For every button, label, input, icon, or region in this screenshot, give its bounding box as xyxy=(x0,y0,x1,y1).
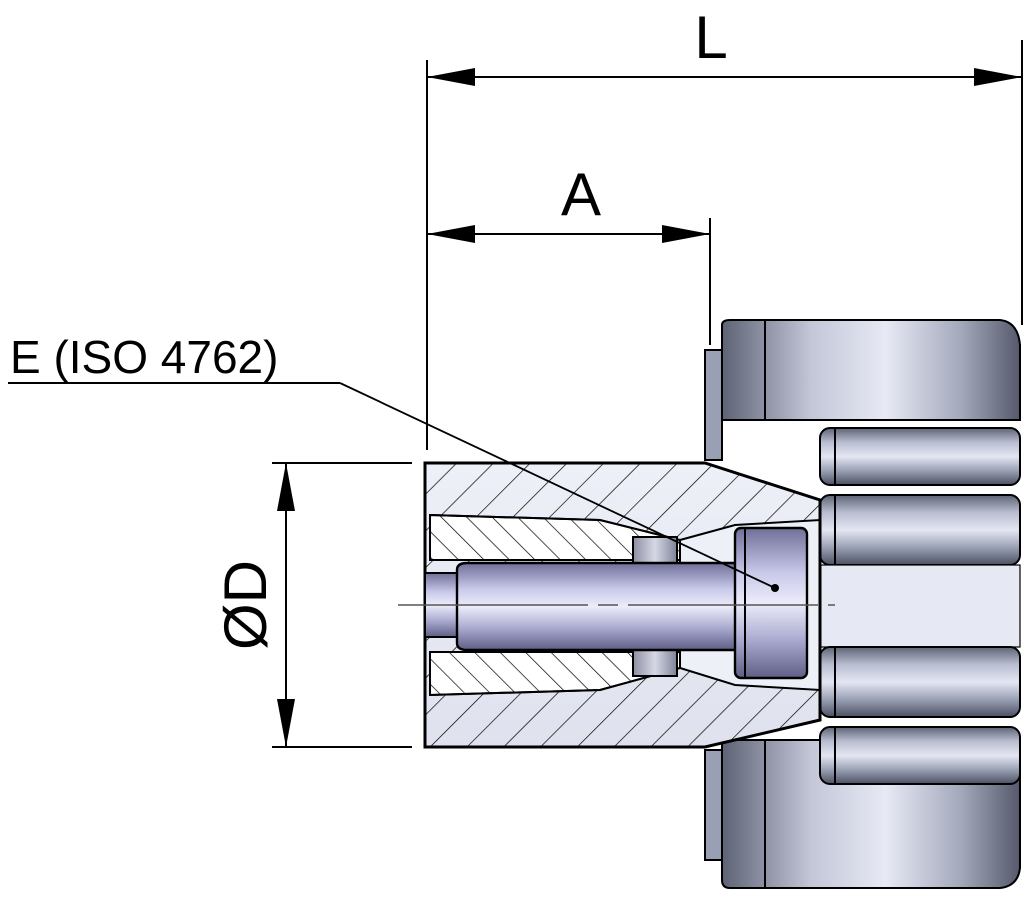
dimension-D: ØD xyxy=(212,462,412,748)
gear-teeth xyxy=(819,427,1021,785)
length-label: L xyxy=(694,4,727,71)
washer-top xyxy=(632,536,678,564)
screw-label: E (ISO 4762) xyxy=(10,331,278,383)
washer-bottom xyxy=(632,649,678,677)
diameter-label: ØD xyxy=(212,560,279,650)
upper-flange xyxy=(721,319,1021,421)
dimension-A: A xyxy=(427,161,711,345)
screw-head xyxy=(733,526,809,680)
cap-screw xyxy=(424,526,809,680)
screw-callout: E (ISO 4762) xyxy=(8,331,776,589)
gear-body xyxy=(704,319,1021,889)
dimension-L: L xyxy=(426,4,1023,450)
screw-shank xyxy=(455,561,742,652)
distance-label: A xyxy=(561,161,601,228)
